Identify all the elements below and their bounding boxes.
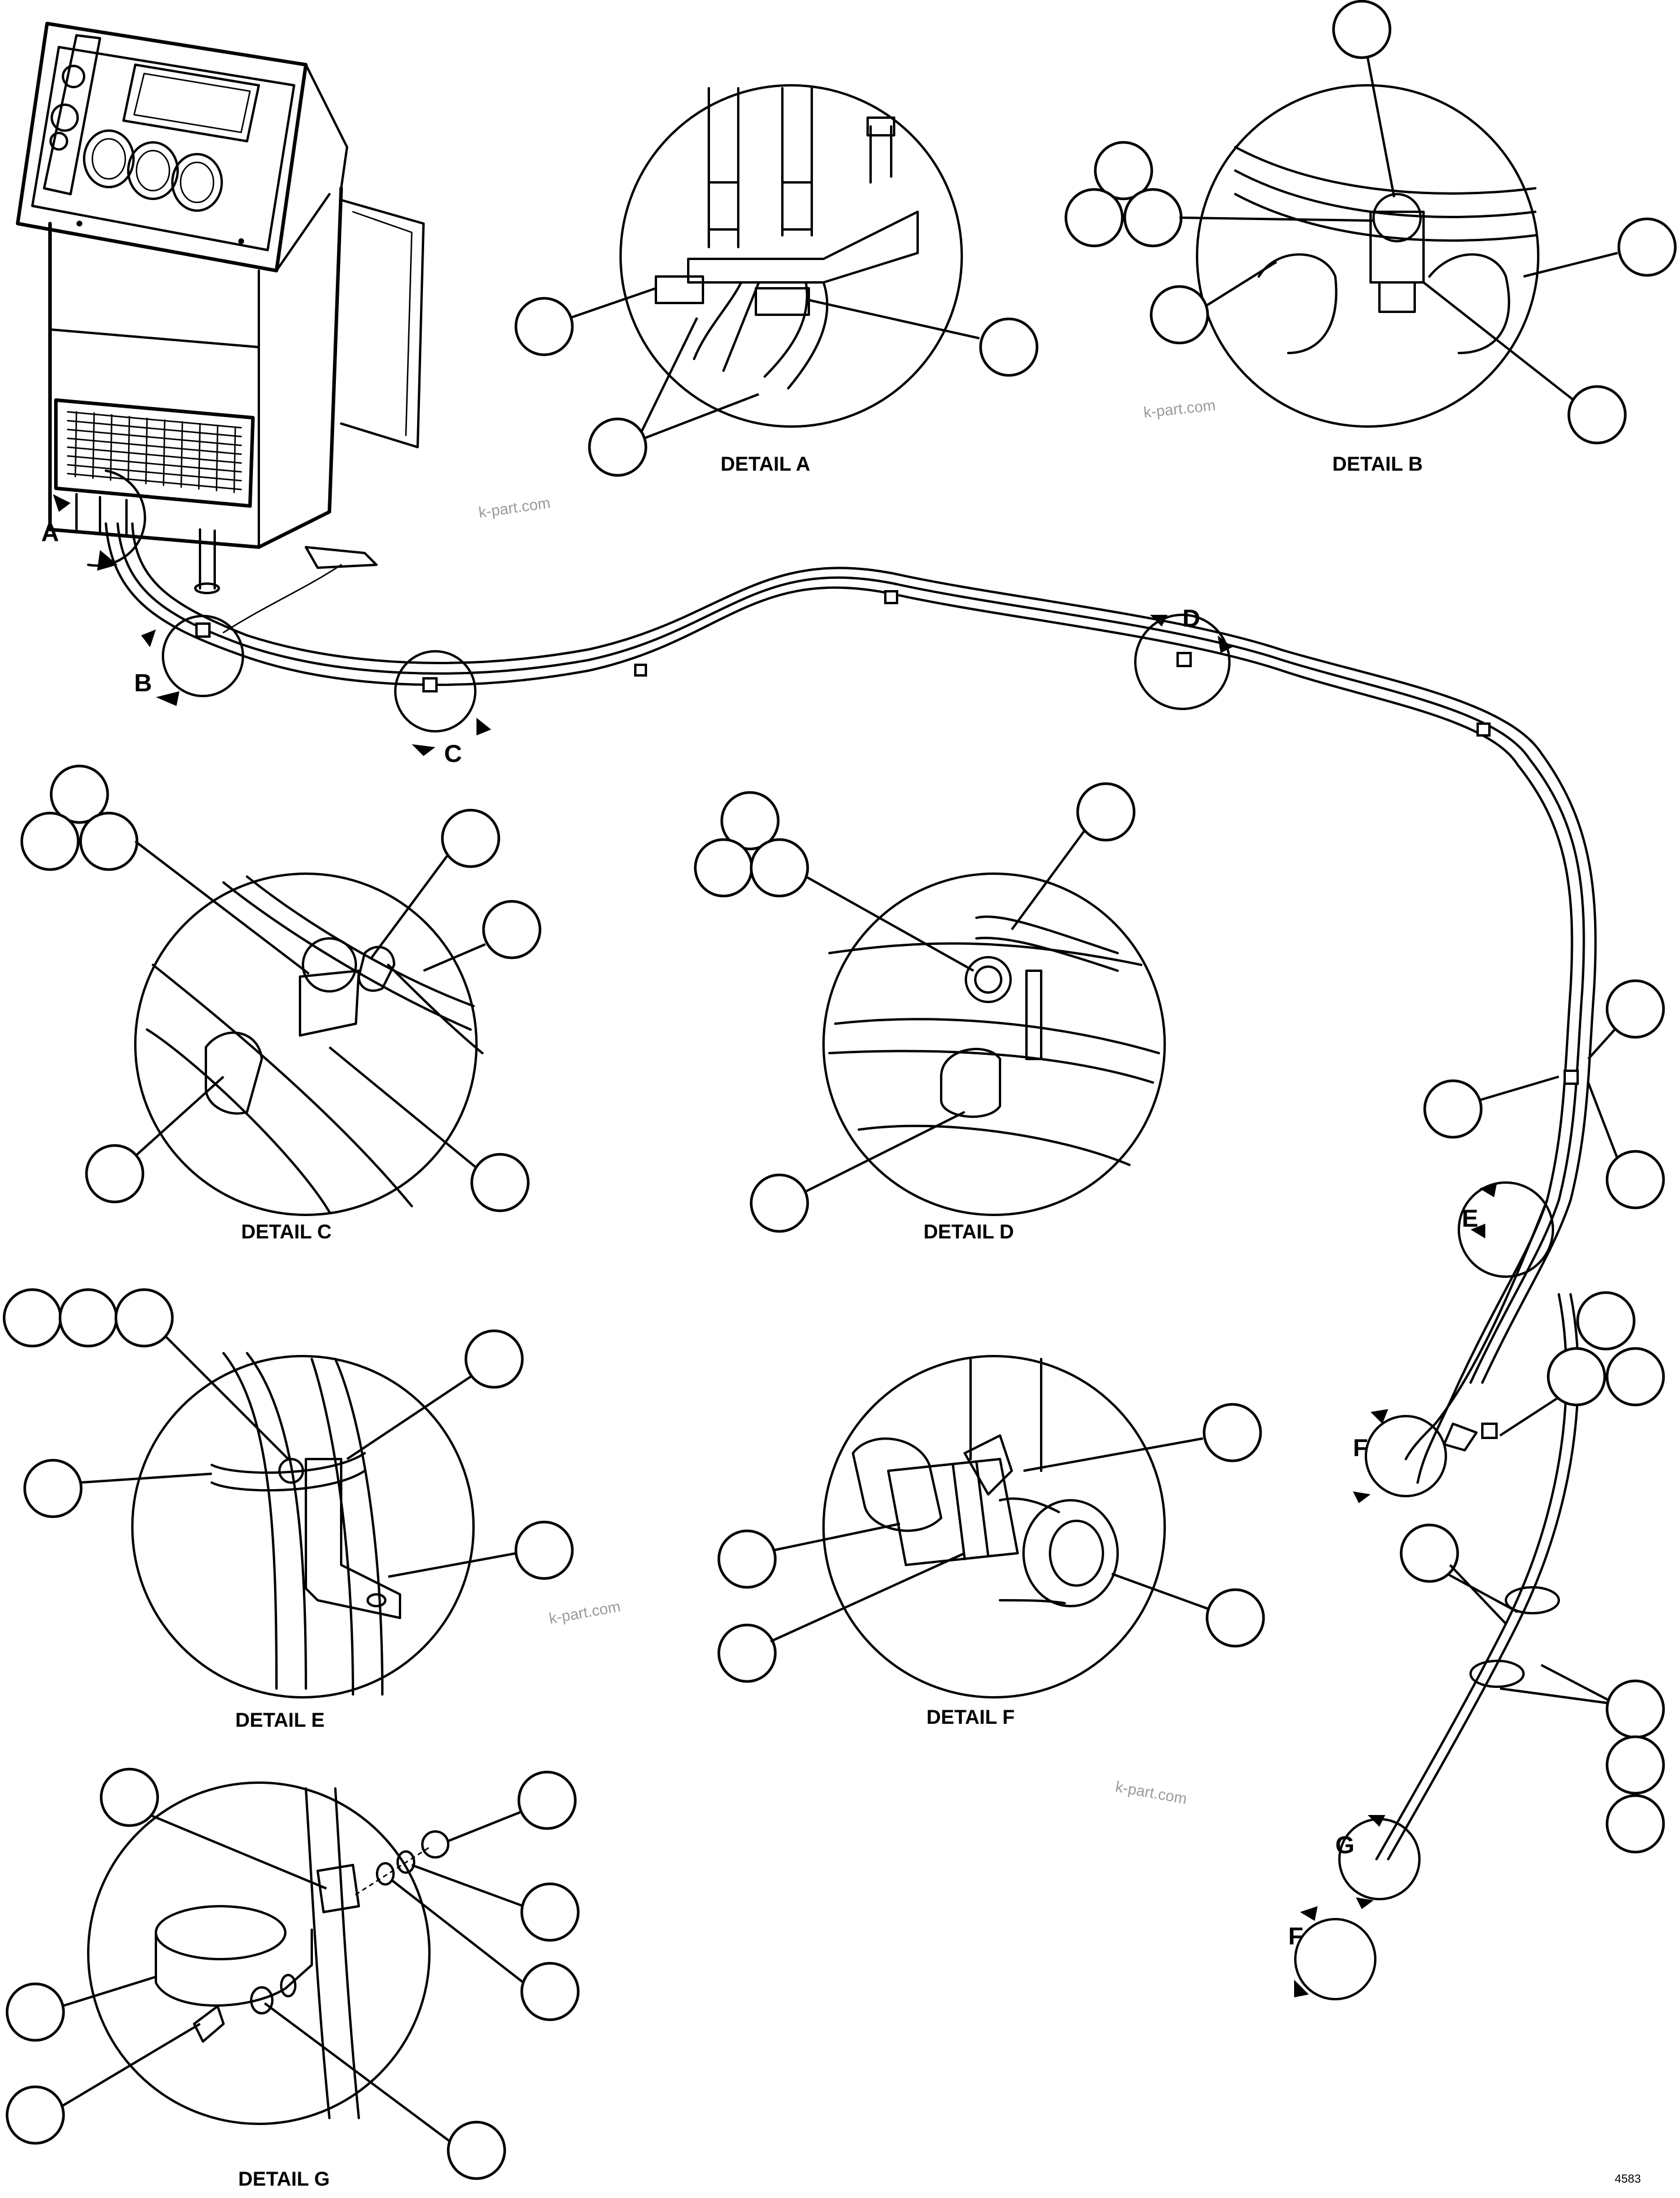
svg-text:F: F xyxy=(1353,1434,1368,1461)
view-marker-f-upper: F xyxy=(1353,1409,1447,1503)
svg-text:F: F xyxy=(1288,1922,1304,1950)
svg-text:DETAIL E: DETAIL E xyxy=(235,1709,325,1731)
svg-text:C: C xyxy=(444,740,462,767)
hose-bundle xyxy=(105,522,1597,1860)
watermark: k-part.com xyxy=(1114,1777,1188,1807)
svg-text:B: B xyxy=(134,669,152,697)
detail-d: DETAIL D xyxy=(694,782,1166,1243)
svg-text:E: E xyxy=(1462,1204,1478,1232)
svg-text:DETAIL C: DETAIL C xyxy=(241,1221,332,1243)
svg-text:A: A xyxy=(41,519,59,547)
watermark: k-part.com xyxy=(1142,396,1216,421)
view-marker-f-lower: F xyxy=(1288,1906,1376,2000)
svg-text:DETAIL D: DETAIL D xyxy=(924,1221,1014,1243)
figure-number: 4583 xyxy=(1615,2173,1641,2186)
svg-text:D: D xyxy=(1182,604,1200,632)
detail-c: DETAIL C xyxy=(20,764,542,1243)
svg-text:DETAIL B: DETAIL B xyxy=(1332,453,1423,475)
watermark: k-part.com xyxy=(478,494,552,521)
svg-text:DETAIL F: DETAIL F xyxy=(926,1706,1015,1729)
detail-e: DETAIL E xyxy=(2,1288,574,1731)
view-marker-e: E xyxy=(1458,1181,1554,1278)
detail-f: DETAIL F xyxy=(717,1355,1265,1729)
grille-pattern xyxy=(66,411,242,494)
svg-text:DETAIL A: DETAIL A xyxy=(721,453,810,475)
view-marker-b: B xyxy=(134,615,244,706)
routing-callouts xyxy=(1399,979,1665,1854)
detail-b: DETAIL B xyxy=(1064,0,1677,475)
svg-text:DETAIL G: DETAIL G xyxy=(238,2168,330,2190)
heater-unit xyxy=(16,22,425,594)
detail-a: DETAIL A xyxy=(514,84,1039,477)
view-marker-c: C xyxy=(394,650,491,767)
view-marker-d: D xyxy=(1134,604,1232,710)
view-marker-g: G xyxy=(1335,1815,1421,1909)
watermark: k-part.com xyxy=(548,1597,622,1627)
detail-g: DETAIL G xyxy=(5,1767,580,2190)
view-marker-a: A xyxy=(41,469,146,571)
svg-text:G: G xyxy=(1335,1831,1355,1859)
